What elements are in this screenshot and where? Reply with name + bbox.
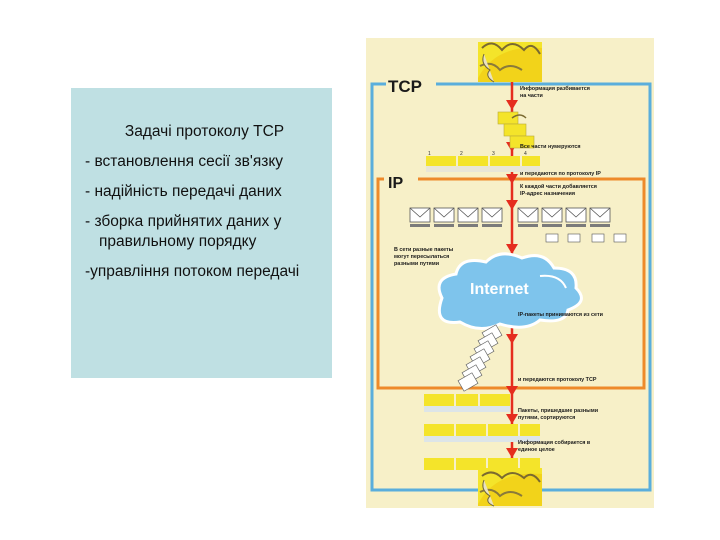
caption-received: IP-пакеты принимаются из сети xyxy=(518,312,603,318)
caption-to-ip: и передаются по протоколу IP xyxy=(520,171,601,177)
caption-assembled-2: единое целое xyxy=(518,447,555,453)
caption-split-2: на части xyxy=(520,93,543,99)
envelope-icons xyxy=(409,207,611,223)
caption-paths-2: могут пересылаться xyxy=(394,254,449,260)
svg-text:2: 2 xyxy=(460,151,463,157)
caption-paths-1: В сети разные пакеты xyxy=(394,247,454,253)
ip-label: IP xyxy=(388,175,403,192)
tcp-ip-diagram-svg: TCP IP xyxy=(370,42,652,507)
svg-text:4: 4 xyxy=(524,151,527,157)
envelope-cascade xyxy=(457,324,503,392)
envelope-address-marks xyxy=(410,224,610,227)
tcp-tasks-title: Задачі протоколу TCP xyxy=(124,123,285,140)
caption-split-1: Информация разбивается xyxy=(520,85,590,92)
received-packets xyxy=(424,394,510,412)
svg-text:1: 1 xyxy=(428,151,431,157)
caption-numbered: Все части нумеруются xyxy=(520,144,581,150)
tcp-ip-diagram: TCP IP xyxy=(366,38,654,508)
task-item-session: - встановлення сесії зв'язку xyxy=(85,153,284,170)
internet-cloud xyxy=(437,252,583,330)
source-image-icon xyxy=(478,42,542,83)
caption-to-tcp: и передаются протоколу TCP xyxy=(518,377,597,383)
sorted-packets xyxy=(424,424,540,442)
caption-assembled-1: Информация собирается в xyxy=(518,439,591,446)
caption-addr-1: К каждой части добавляется xyxy=(520,183,597,190)
data-pieces xyxy=(497,111,535,149)
internet-label: Internet xyxy=(470,281,529,298)
caption-paths-3: разными путями xyxy=(394,261,439,267)
final-packets xyxy=(424,458,540,470)
caption-addr-2: IP-адрес назначения xyxy=(520,191,575,197)
caption-sorted-2: путями, сортируются xyxy=(518,415,575,421)
task-item-flow-control: -управління потоком передачі xyxy=(85,263,300,280)
task-item-reliability: - надійність передачі даних xyxy=(85,183,282,200)
task-item-assembly: - зборка прийнятих даних у правильному п… xyxy=(85,213,282,250)
svg-text:3: 3 xyxy=(492,151,495,157)
numbered-packets: 1 2 3 4 xyxy=(426,151,540,172)
tcp-label: TCP xyxy=(388,77,422,96)
result-image-icon xyxy=(478,468,542,507)
tcp-tasks-panel: Задачі протоколу TCP - встановлення сесі… xyxy=(71,88,332,378)
caption-sorted-1: Пакеты, пришедшие разными xyxy=(518,408,598,414)
network-packets xyxy=(545,233,627,243)
